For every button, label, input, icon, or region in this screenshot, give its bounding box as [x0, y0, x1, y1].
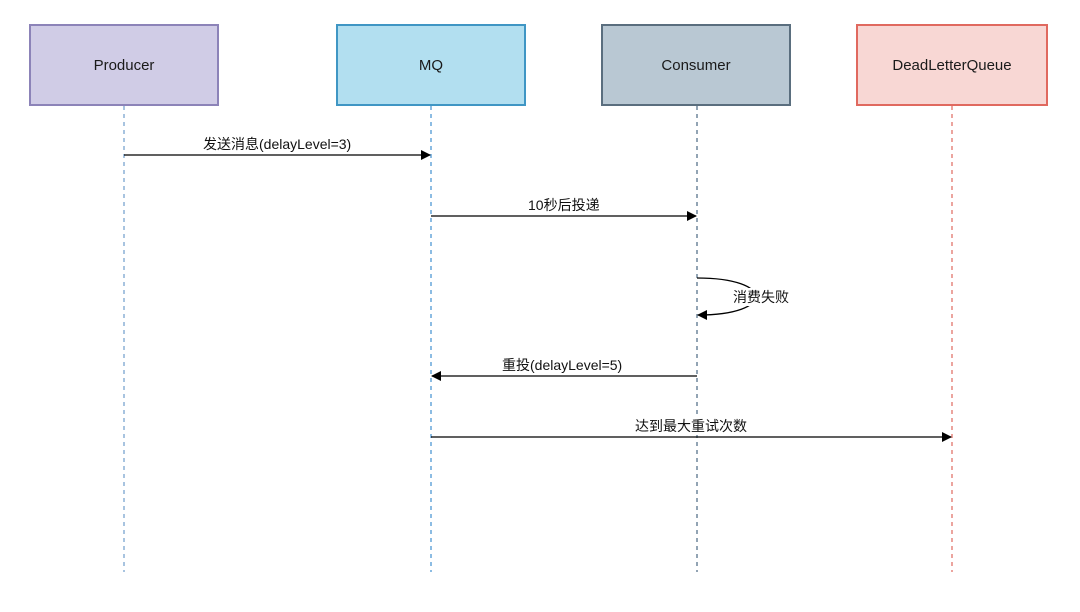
message-label-to-dlq: 达到最大重试次数 — [633, 417, 749, 435]
participant-dead-letter-queue: DeadLetterQueue — [856, 24, 1048, 106]
message-label-redeliver: 重投(delayLevel=5) — [500, 356, 625, 374]
participant-mq: MQ — [336, 24, 526, 106]
message-label-consume-failed: 消费失败 — [731, 288, 791, 306]
participant-consumer: Consumer — [601, 24, 791, 106]
message-label-deliver: 10秒后投递 — [526, 196, 602, 214]
message-label-send: 发送消息(delayLevel=3) — [201, 135, 354, 153]
participant-producer: Producer — [29, 24, 219, 106]
